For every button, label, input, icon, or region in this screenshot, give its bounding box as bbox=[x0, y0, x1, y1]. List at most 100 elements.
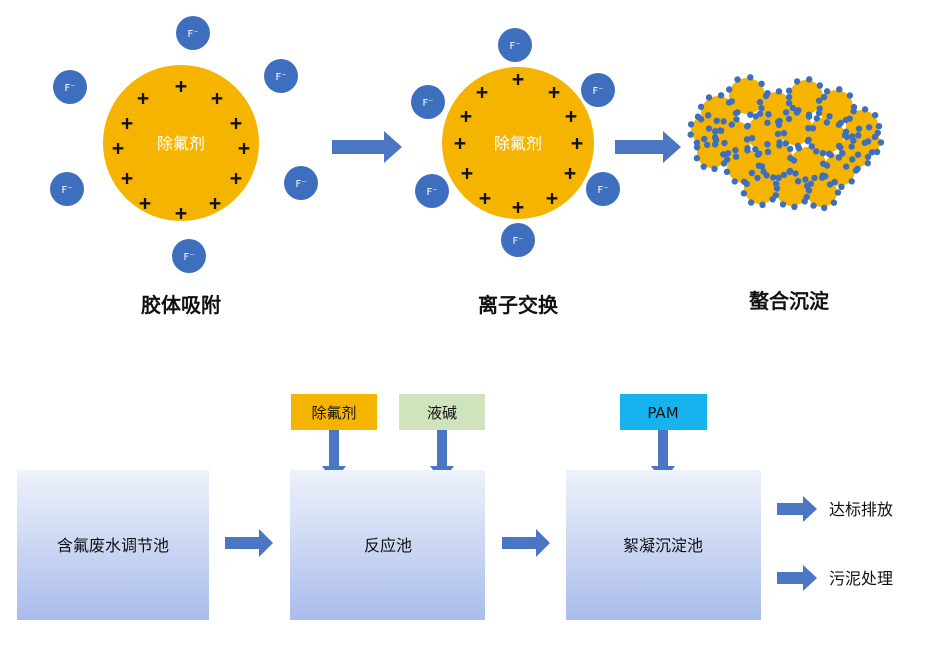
reagent-defluoride-agent: 除氟剂 bbox=[291, 394, 377, 430]
attached-ion-dot bbox=[871, 112, 879, 119]
fluoride-ion: F⁻ bbox=[176, 16, 210, 50]
process-arrow bbox=[615, 131, 681, 163]
output-arrow bbox=[777, 496, 817, 522]
defluoride-agent-particle bbox=[103, 65, 259, 221]
attached-ion-dot bbox=[864, 160, 871, 167]
attached-ion-dot bbox=[821, 204, 828, 211]
plus-sign: + bbox=[121, 166, 133, 190]
attached-ion-dot bbox=[819, 150, 827, 157]
box-fluoride-wastewater-tank: 含氟废水调节池 bbox=[17, 470, 209, 620]
attached-ion-dot bbox=[758, 105, 765, 112]
attached-ion-dot bbox=[813, 148, 820, 155]
down-arrow bbox=[651, 430, 675, 482]
attached-ion-dot bbox=[813, 115, 820, 122]
attached-ion-dot bbox=[791, 203, 798, 210]
fluoride-ion: F⁻ bbox=[581, 73, 615, 107]
plus-sign: + bbox=[512, 195, 524, 219]
floc-particle bbox=[808, 117, 844, 153]
floc-particle bbox=[789, 80, 823, 114]
attached-ion-dot bbox=[758, 80, 765, 88]
stage-label-chelate-precipitation: 螯合沉淀 bbox=[749, 289, 830, 313]
attached-ion-dot bbox=[834, 189, 842, 196]
attached-ion-dot bbox=[848, 133, 856, 140]
svg-text:F⁻: F⁻ bbox=[187, 29, 198, 40]
svg-text:F⁻: F⁻ bbox=[426, 187, 437, 198]
floc-particle bbox=[744, 172, 776, 204]
down-arrow bbox=[430, 430, 454, 482]
process-arrow bbox=[502, 529, 550, 557]
attached-ion-dot bbox=[773, 180, 780, 187]
attached-ion-dot bbox=[808, 143, 815, 150]
svg-text:PAM: PAM bbox=[647, 404, 678, 422]
attached-ion-dot bbox=[752, 146, 759, 153]
svg-text:F⁻: F⁻ bbox=[61, 185, 72, 196]
defluoride-agent-particle bbox=[442, 67, 594, 219]
fluoride-ion: F⁻ bbox=[50, 172, 84, 206]
fluoride-ion: F⁻ bbox=[411, 85, 445, 119]
attached-ion-dot bbox=[823, 88, 831, 95]
output-sludge-treatment: 污泥处理 bbox=[829, 569, 893, 588]
attached-ion-dot bbox=[775, 118, 782, 125]
attached-ion-dot bbox=[775, 174, 782, 181]
fluoride-ion: F⁻ bbox=[53, 70, 87, 104]
attached-ion-dot bbox=[734, 109, 741, 116]
positive-charges: + + + + + + + + + + + + bbox=[454, 67, 583, 219]
attached-ion-dot bbox=[754, 174, 761, 182]
attached-ion-dot bbox=[837, 119, 844, 127]
attached-ion-dot bbox=[854, 151, 862, 158]
fluoride-ion: F⁻ bbox=[501, 223, 535, 257]
attached-ion-dot bbox=[779, 201, 787, 208]
attached-ion-dot bbox=[815, 97, 823, 104]
attached-ion-dot bbox=[809, 125, 817, 132]
attached-ion-dot bbox=[803, 193, 810, 201]
plus-sign: + bbox=[512, 67, 524, 91]
attached-ion-dot bbox=[748, 135, 756, 142]
plus-sign: + bbox=[230, 111, 242, 135]
attached-ion-dot bbox=[694, 113, 702, 120]
attached-ion-dot bbox=[756, 150, 763, 157]
attached-ion-dot bbox=[815, 109, 823, 117]
stage-label-ion-exchange: 离子交换 bbox=[478, 293, 559, 317]
attached-ion-dot bbox=[764, 141, 771, 148]
attached-ion-dot bbox=[793, 78, 801, 85]
attached-ion-dot bbox=[721, 139, 728, 147]
attached-ion-dot bbox=[795, 145, 803, 152]
attached-ion-dot bbox=[711, 165, 718, 172]
attached-ion-dot bbox=[774, 130, 782, 138]
attached-ion-dot bbox=[786, 167, 794, 175]
fluoride-ion: F⁻ bbox=[586, 172, 620, 206]
svg-text:除氟剂: 除氟剂 bbox=[311, 404, 356, 422]
attached-ion-dot bbox=[775, 88, 783, 95]
svg-text:F⁻: F⁻ bbox=[64, 83, 75, 94]
attached-ion-dot bbox=[802, 176, 809, 183]
floc-particle bbox=[790, 147, 826, 183]
plus-sign: + bbox=[546, 186, 558, 210]
attached-ion-dot bbox=[726, 86, 733, 93]
attached-ion-dot bbox=[700, 163, 707, 170]
precipitate-cluster bbox=[687, 74, 885, 211]
fluoride-ion: F⁻ bbox=[498, 28, 532, 62]
process-arrow bbox=[225, 529, 273, 557]
attached-ion-dot bbox=[826, 113, 833, 120]
attached-ion-dot bbox=[846, 92, 854, 99]
stage-colloid-adsorption: 除氟剂 + + + + + + + + + + + + F⁻ F⁻ F⁻ bbox=[50, 16, 318, 317]
attached-ion-dot bbox=[789, 104, 797, 112]
attached-ion-dot bbox=[827, 151, 835, 159]
attached-ion-dot bbox=[743, 136, 751, 143]
attached-ion-dot bbox=[725, 99, 733, 106]
attached-ion-dot bbox=[836, 86, 843, 93]
attached-ion-dot bbox=[772, 192, 779, 199]
attached-ion-dot bbox=[830, 199, 838, 206]
svg-text:F⁻: F⁻ bbox=[275, 72, 286, 83]
svg-text:F⁻: F⁻ bbox=[592, 86, 603, 97]
attached-ion-dot bbox=[785, 93, 793, 101]
svg-text:F⁻: F⁻ bbox=[597, 185, 608, 196]
attached-ion-dot bbox=[794, 178, 802, 185]
svg-text:F⁻: F⁻ bbox=[509, 41, 520, 52]
fluoride-ion: F⁻ bbox=[415, 174, 449, 208]
plus-sign: + bbox=[571, 131, 583, 155]
attached-ion-dot bbox=[848, 178, 855, 185]
attached-ion-dot bbox=[852, 167, 860, 174]
attached-ion-dot bbox=[835, 142, 843, 150]
svg-text:F⁻: F⁻ bbox=[183, 252, 194, 263]
